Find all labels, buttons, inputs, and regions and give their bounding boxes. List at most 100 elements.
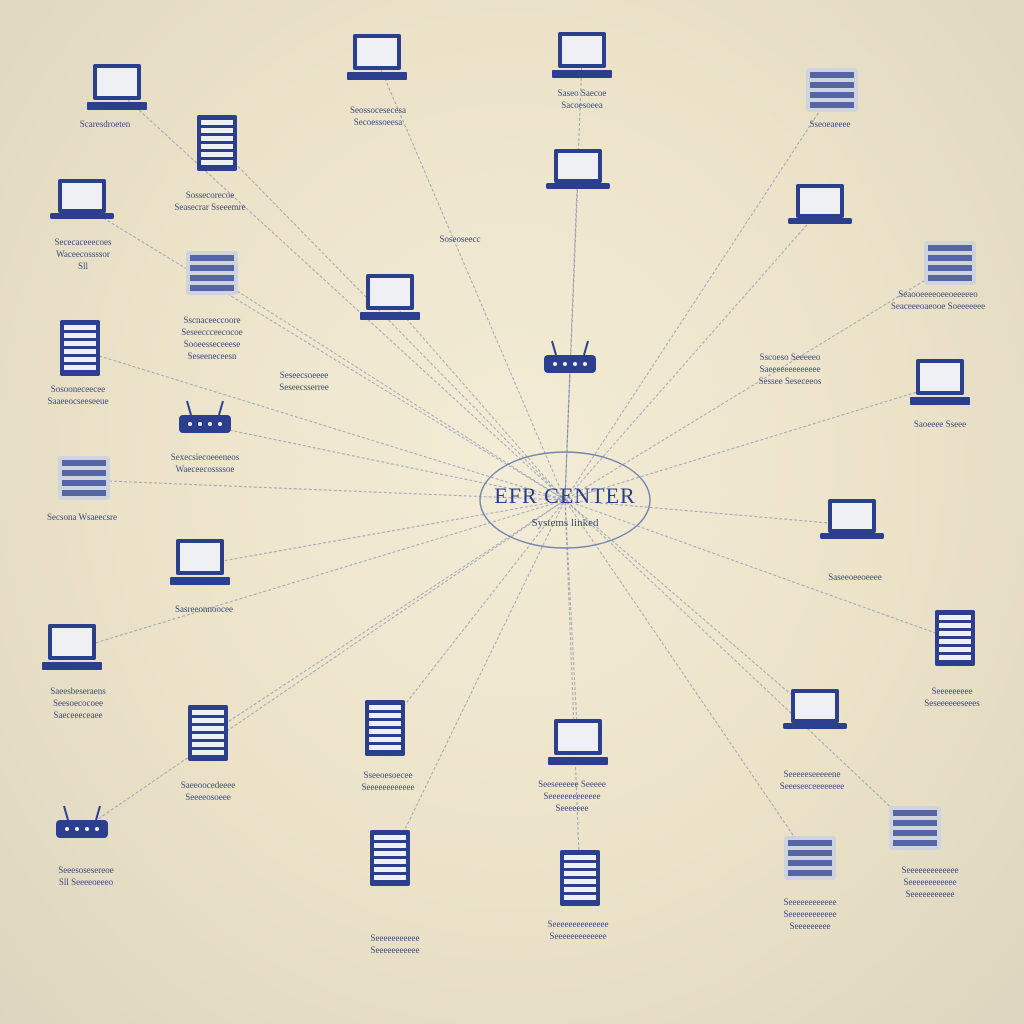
router-icon	[56, 805, 108, 838]
node-left-2[interactable]	[186, 251, 238, 295]
node-right-1-label: Seaooeeeeoeeoeeeeeo	[898, 289, 978, 299]
link-node-mid-left	[199, 499, 566, 566]
node-right-3-label: Saoeeee Sseee	[914, 419, 966, 429]
node-top-right[interactable]	[806, 68, 858, 112]
node-left-4[interactable]	[179, 400, 231, 433]
laptop-icon	[546, 149, 610, 189]
router-icon	[544, 340, 596, 373]
server-rack-icon	[784, 836, 836, 880]
node-center-kiosk-label: Seseecsoeeee	[280, 370, 328, 380]
node-left-5[interactable]	[58, 456, 110, 500]
link-node-right-2	[564, 264, 951, 501]
node-left-1-label: Sll	[78, 261, 89, 271]
node-center-monitor[interactable]	[546, 149, 610, 189]
link-node-tower-tl	[216, 144, 566, 501]
node-bottom-center-right[interactable]	[560, 850, 600, 906]
link-node-right-4	[564, 499, 853, 526]
node-top-center[interactable]	[552, 32, 612, 78]
node-lower-left[interactable]	[42, 624, 102, 670]
hub: EFR CENTER Systems linked	[479, 451, 651, 549]
node-center-monitor-label: Soseoseecc	[440, 234, 481, 244]
node-tower-tl[interactable]	[197, 115, 237, 171]
node-top-center-left-label: Seossocesecesa	[350, 105, 406, 115]
node-left-2-label: Seseeccceecocoe	[181, 327, 242, 337]
connection-lines	[71, 57, 956, 881]
node-right-2[interactable]	[924, 241, 976, 285]
link-node-bottom-right	[564, 499, 811, 861]
hub-title: EFR CENTER	[494, 483, 635, 508]
node-bottom-center-left-label: Seeeeeeeeeeee	[362, 782, 415, 792]
server-rack-icon	[924, 241, 976, 285]
node-bottom-right-label: Seeeeeeeeeeee	[784, 909, 837, 919]
node-right-1[interactable]	[788, 184, 852, 224]
node-lower-left-label: Saeceeeceaee	[54, 710, 103, 720]
laptop-icon	[820, 499, 884, 539]
desktop-computer-icon	[87, 64, 147, 110]
link-node-bottom-left-corner	[389, 499, 566, 861]
desktop-computer-icon	[548, 719, 608, 765]
node-center-router[interactable]	[544, 340, 596, 373]
server-tower-icon	[197, 115, 237, 171]
node-bottom-left[interactable]	[56, 805, 108, 838]
link-node-right-3	[564, 384, 941, 501]
node-bottom-left-label: Seeesosesereoe	[58, 865, 113, 875]
node-bottom-left-corner-label: Seeeeeeeeeee	[371, 933, 420, 943]
node-bottom-far-right-label: Seeeeeeeeeeee	[904, 877, 957, 887]
laptop-icon	[788, 184, 852, 224]
node-right-3[interactable]	[910, 359, 970, 405]
laptop-icon	[783, 689, 847, 729]
node-bottom-left-label: Sll Seeeeoeeeo	[59, 877, 114, 887]
desktop-computer-icon	[170, 539, 230, 585]
node-right-4[interactable]	[820, 499, 884, 539]
node-right-5[interactable]	[935, 610, 975, 666]
node-left-3-label: Sosooneceecee	[51, 384, 105, 394]
node-lower-right-label: Seeeseeceeeeeeee	[780, 781, 844, 791]
desktop-computer-icon	[360, 274, 420, 320]
node-bottom-left-corner[interactable]	[370, 830, 410, 886]
node-mid-left[interactable]	[170, 539, 230, 585]
node-top-left-label: Scaresdroeten	[80, 119, 131, 129]
node-top-left[interactable]	[87, 64, 147, 110]
link-node-bottom-left	[81, 499, 566, 831]
node-right-1-label: Seaceeeoaeooe Soeeeeeee	[891, 301, 985, 311]
node-top-center-left-label: Secoessoeesa	[354, 117, 402, 127]
node-right-4-label: Saseeoeeoeeee	[828, 572, 881, 582]
node-top-center-label: Saseo Saecoe	[558, 88, 607, 98]
link-node-left-4	[204, 424, 566, 501]
node-bottom-center-left-label: Sseeoesoecee	[364, 770, 413, 780]
node-right-2-label: Sessee Seseceeos	[759, 376, 822, 386]
server-tower-icon	[935, 610, 975, 666]
node-center-kiosk[interactable]	[360, 274, 420, 320]
node-bottom-center-left[interactable]	[365, 700, 405, 756]
server-tower-icon	[365, 700, 405, 756]
node-right-2-label: Saeeeeeeeeeeeee	[760, 364, 821, 374]
server-tower-icon	[370, 830, 410, 886]
link-node-lower-left	[71, 499, 566, 651]
node-tower-tl-label: Sossecorecoe	[186, 190, 234, 200]
node-right-5-label: Seseeeeeeseees	[924, 698, 980, 708]
desktop-computer-icon	[42, 624, 102, 670]
link-node-top-center	[564, 57, 583, 501]
node-left-5-label: Secsona Wsaeecsre	[47, 512, 117, 522]
node-left-3[interactable]	[60, 320, 100, 376]
node-lower-right-label: Seeeeeseeeeene	[784, 769, 841, 779]
node-bottom-right[interactable]	[784, 836, 836, 880]
link-node-left-5	[83, 479, 566, 501]
desktop-computer-icon	[552, 32, 612, 78]
node-left-1[interactable]	[50, 179, 114, 219]
node-bottom-center-label: Seeeeeeeeeeeee	[544, 791, 601, 801]
hub-ring	[479, 451, 651, 549]
node-tower-tl-label: Seasecrar Sseeemre	[174, 202, 245, 212]
node-center-tower[interactable]	[188, 705, 228, 761]
node-center-tower-label: Seeeeosoeee	[185, 792, 230, 802]
node-bottom-far-right[interactable]	[889, 806, 941, 850]
node-lower-right[interactable]	[783, 689, 847, 729]
desktop-computer-icon	[910, 359, 970, 405]
node-bottom-center[interactable]	[548, 719, 608, 765]
node-bottom-far-right-label: Seeeeeeeeeeeee	[902, 865, 959, 875]
node-bottom-center-label: Seeseeeeee Seeeee	[538, 779, 606, 789]
node-bottom-center-right-label: Seeeeeeeeeeeeee	[548, 919, 609, 929]
node-top-center-left[interactable]	[347, 34, 407, 80]
